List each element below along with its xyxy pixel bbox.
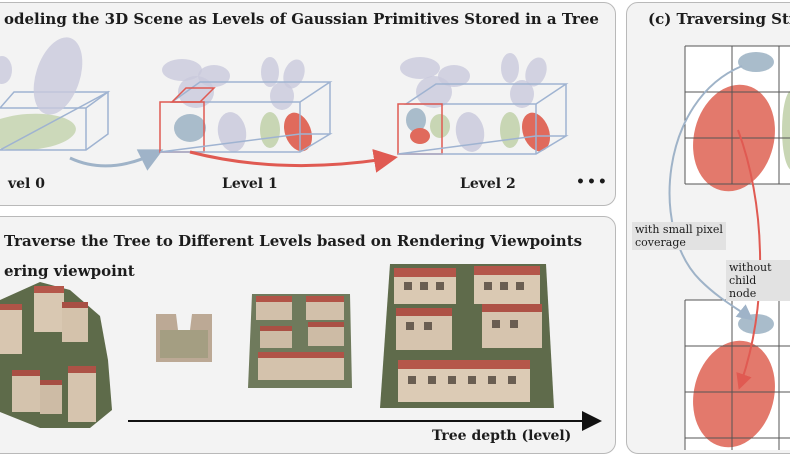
level-0-label: vel 0: [8, 176, 45, 192]
panel-a-title: odeling the 3D Scene as Levels of Gaussi…: [4, 10, 599, 28]
red-traversal-arrow: [736, 129, 762, 390]
full-scene-rendering: [0, 282, 112, 428]
level-0-rendering: [156, 314, 212, 362]
level-1-box: [159, 57, 333, 153]
level-1-rendering: [248, 294, 352, 388]
arrow-level0-to-level1: [69, 149, 164, 171]
panel-b-subtitle: ering viewpoint: [4, 262, 135, 280]
level-0-box: [0, 37, 111, 151]
panel-b-title: Traverse the Tree to Different Levels ba…: [4, 232, 583, 250]
level-2-box: [397, 53, 569, 155]
panel-c-title: (c) Traversing Stra: [648, 10, 790, 28]
bottom-grid: [684, 299, 790, 450]
tree-depth-axis-label: Tree depth (level): [432, 428, 572, 444]
level-2-rendering: [380, 264, 554, 408]
level-ellipsis: •••: [576, 174, 609, 190]
level-1-label: Level 1: [222, 176, 278, 192]
label-small-pixel-coverage: with small pixel coverage: [632, 222, 726, 250]
label-without-child-node: without child node: [726, 260, 790, 301]
level-2-label: Level 2: [460, 176, 516, 192]
arrow-level1-to-level2: [189, 149, 398, 173]
